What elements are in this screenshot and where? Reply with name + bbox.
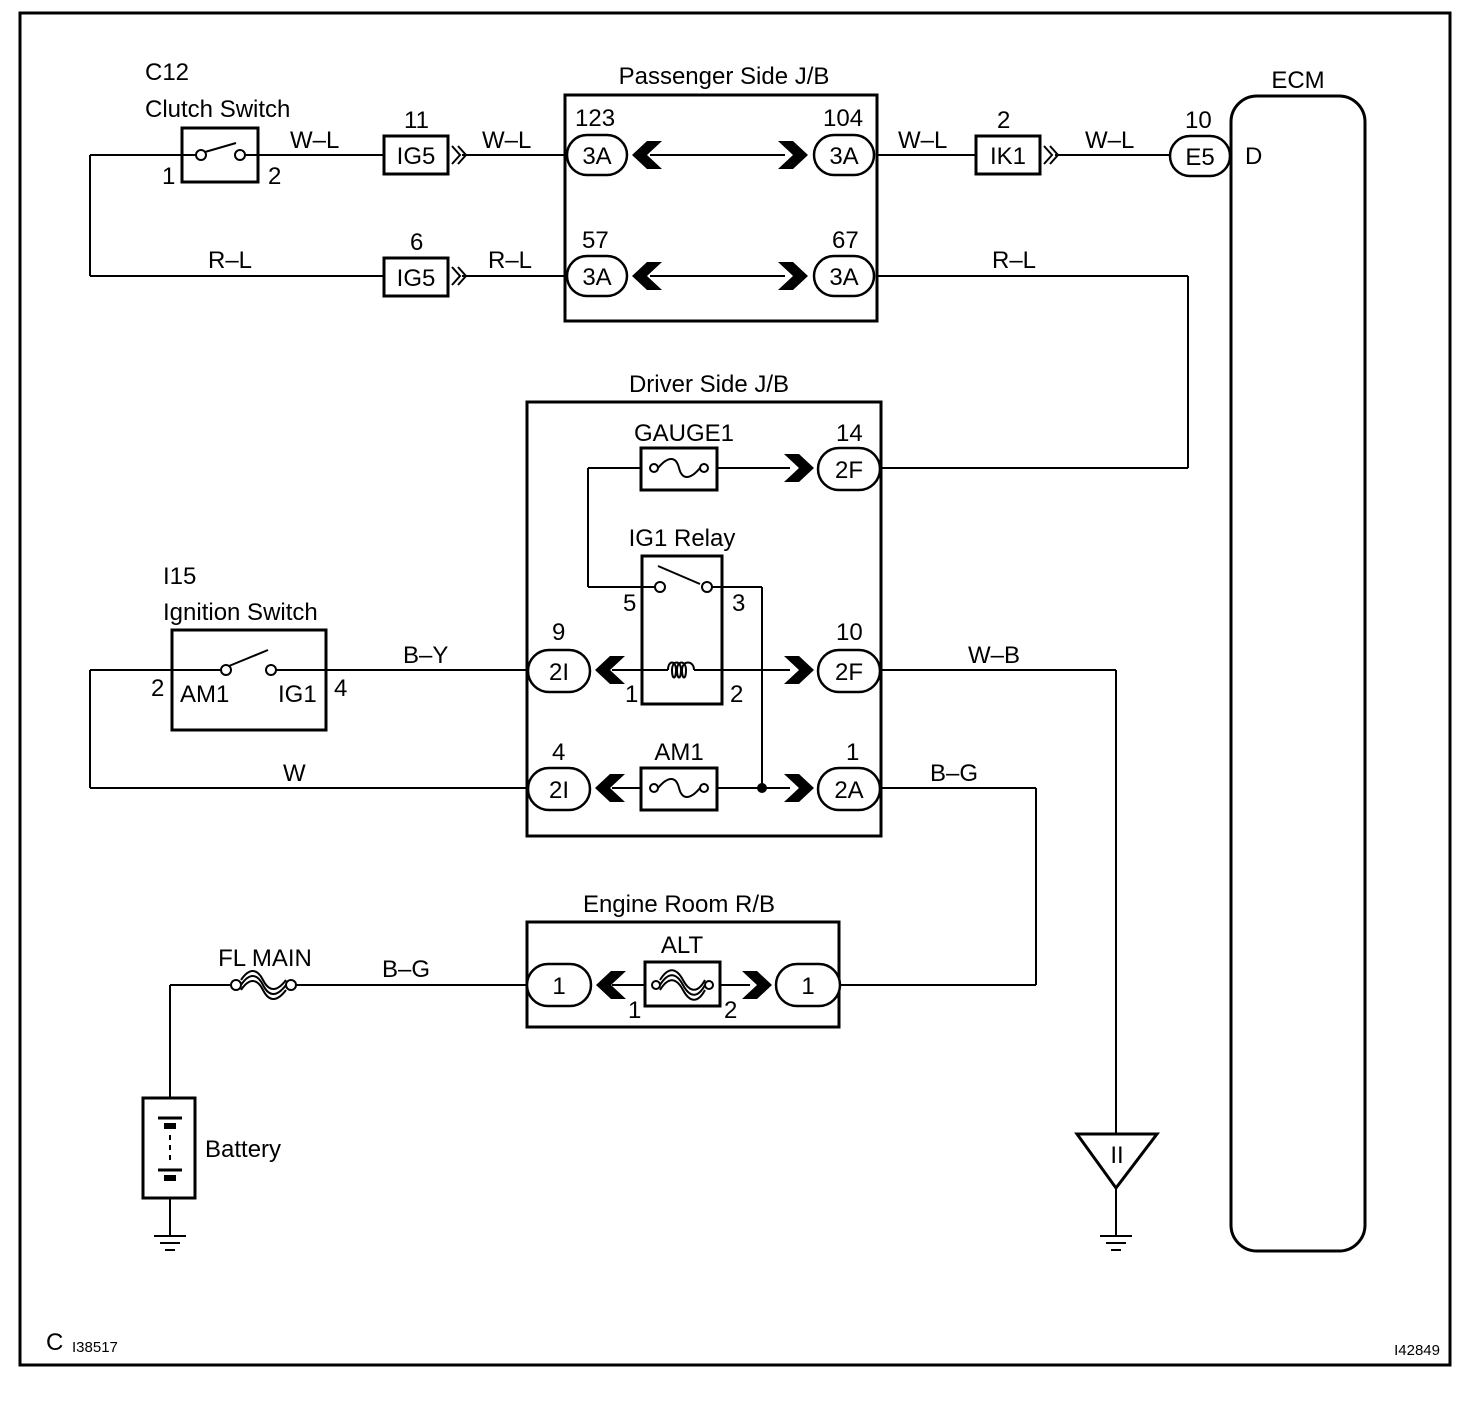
ig5-top-label: IG5 bbox=[397, 143, 436, 170]
pin-14: 14 bbox=[836, 420, 863, 447]
svg-text:3A: 3A bbox=[829, 264, 858, 291]
wire-label: W bbox=[283, 760, 306, 787]
ground-connector-label: II bbox=[1110, 1142, 1123, 1169]
figure-code-right: I42849 bbox=[1394, 1342, 1440, 1359]
wires bbox=[89, 154, 1189, 1236]
passenger-jb-pin-67: 67 bbox=[832, 227, 859, 254]
ignition-term-ig1: IG1 bbox=[278, 681, 317, 708]
wire-label: W–L bbox=[482, 127, 531, 154]
relay-pin-5: 5 bbox=[623, 590, 636, 617]
ground-icon bbox=[154, 1235, 186, 1251]
fuse-am1-label: AM1 bbox=[654, 739, 703, 766]
ignition-pin-2: 2 bbox=[151, 675, 164, 702]
wire-label: W–L bbox=[898, 127, 947, 154]
fuse-gauge1 bbox=[639, 446, 719, 492]
engine-rb-title: Engine Room R/B bbox=[583, 891, 775, 918]
passenger-jb-pin-57: 57 bbox=[582, 227, 609, 254]
clutch-switch-name: Clutch Switch bbox=[145, 96, 290, 123]
diagram-border bbox=[18, 11, 1452, 1367]
engine-rb-conn-right: 1 bbox=[801, 973, 814, 1000]
ignition-switch-ref: I15 bbox=[163, 563, 196, 590]
pin-10: 10 bbox=[836, 619, 863, 646]
ik1-pin: 2 bbox=[997, 107, 1010, 134]
ground-connector: II bbox=[1074, 1132, 1161, 1191]
engine-room-rb: Engine Room R/B ALT 1 1 1 2 bbox=[525, 891, 842, 1029]
connector-ik1: 2 IK1 bbox=[974, 107, 1060, 176]
ig5-bottom-pin: 6 bbox=[410, 229, 423, 256]
ig5-top-pin: 11 bbox=[404, 107, 429, 134]
clutch-switch-pin-2: 2 bbox=[268, 163, 281, 190]
fuse-am1 bbox=[639, 766, 719, 812]
ignition-switch-name: Ignition Switch bbox=[163, 599, 318, 626]
connector-ig5-bottom: 6 IG5 bbox=[382, 229, 468, 298]
driver-side-jb: Driver Side J/B GAUGE1 14 2F IG1 Relay 5… bbox=[525, 371, 883, 838]
relay-pin-3: 3 bbox=[732, 590, 745, 617]
pin-9: 9 bbox=[552, 619, 565, 646]
wire-label: R–L bbox=[992, 247, 1036, 274]
battery-label: Battery bbox=[205, 1136, 281, 1163]
wire-label: R–L bbox=[488, 247, 532, 274]
fuse-gauge1-label: GAUGE1 bbox=[634, 420, 734, 447]
ignition-term-am1: AM1 bbox=[180, 681, 229, 708]
svg-text:2F: 2F bbox=[835, 659, 863, 686]
battery: Battery bbox=[141, 1096, 281, 1200]
fl-main-fusible-link: FL MAIN bbox=[218, 945, 312, 1000]
ig1-relay-label: IG1 Relay bbox=[629, 525, 736, 552]
passenger-side-jb: Passenger Side J/B 123 104 57 67 3A 3A 3… bbox=[563, 63, 879, 323]
svg-text:2I: 2I bbox=[549, 777, 569, 804]
wire-label: B–G bbox=[382, 956, 430, 983]
pin-1-2a: 1 bbox=[846, 739, 859, 766]
clutch-switch: C12 Clutch Switch 1 2 bbox=[145, 59, 290, 190]
passenger-jb-pin-123: 123 bbox=[575, 105, 615, 132]
wire-label: W–B bbox=[968, 642, 1020, 669]
ig1-relay bbox=[640, 554, 724, 706]
wire-labels: W–L W–L W–L W–L R–L R–L R–L B–Y W W–B B–… bbox=[208, 127, 1134, 983]
ground-icon bbox=[1100, 1235, 1132, 1251]
svg-text:3A: 3A bbox=[829, 143, 858, 170]
ig5-bottom-label: IG5 bbox=[397, 265, 436, 292]
fuse-alt bbox=[643, 960, 722, 1008]
wire-label: B–Y bbox=[403, 642, 448, 669]
svg-text:2I: 2I bbox=[549, 659, 569, 686]
driver-jb-title: Driver Side J/B bbox=[629, 371, 789, 398]
wire-label: B–G bbox=[930, 760, 978, 787]
svg-text:2F: 2F bbox=[835, 457, 863, 484]
figure-code-prefix: C bbox=[46, 1329, 63, 1356]
clutch-switch-ref: C12 bbox=[145, 59, 189, 86]
clutch-switch-pin-1: 1 bbox=[162, 163, 175, 190]
fuse-alt-label: ALT bbox=[661, 932, 704, 959]
ecm-title: ECM bbox=[1271, 67, 1324, 94]
connector-ig5-top: 11 IG5 bbox=[382, 107, 468, 176]
engine-rb-conn-left: 1 bbox=[552, 973, 565, 1000]
wire-label: R–L bbox=[208, 247, 252, 274]
relay-pin-1: 1 bbox=[625, 681, 638, 708]
ecm-connector: E5 bbox=[1185, 144, 1214, 171]
ecm-terminal: D bbox=[1245, 143, 1262, 170]
wire-label: W–L bbox=[1085, 127, 1134, 154]
figure-code-left: I38517 bbox=[72, 1339, 118, 1356]
fl-main-label: FL MAIN bbox=[218, 945, 312, 972]
ecm-pin: 10 bbox=[1185, 107, 1212, 134]
ik1-label: IK1 bbox=[990, 143, 1026, 170]
svg-text:2A: 2A bbox=[834, 777, 863, 804]
ecm: ECM 10 E5 D bbox=[1168, 67, 1367, 1253]
ignition-switch: I15 Ignition Switch AM1 IG1 2 4 bbox=[151, 563, 347, 732]
relay-pin-2: 2 bbox=[730, 681, 743, 708]
svg-text:3A: 3A bbox=[582, 143, 611, 170]
pin-4: 4 bbox=[552, 739, 565, 766]
passenger-jb-pin-104: 104 bbox=[823, 105, 863, 132]
engine-rb-pin-2: 2 bbox=[724, 997, 737, 1024]
wire-label: W–L bbox=[290, 127, 339, 154]
svg-text:3A: 3A bbox=[582, 264, 611, 291]
engine-rb-pin-1: 1 bbox=[628, 997, 641, 1024]
ignition-pin-4: 4 bbox=[334, 675, 347, 702]
passenger-jb-title: Passenger Side J/B bbox=[619, 63, 830, 90]
